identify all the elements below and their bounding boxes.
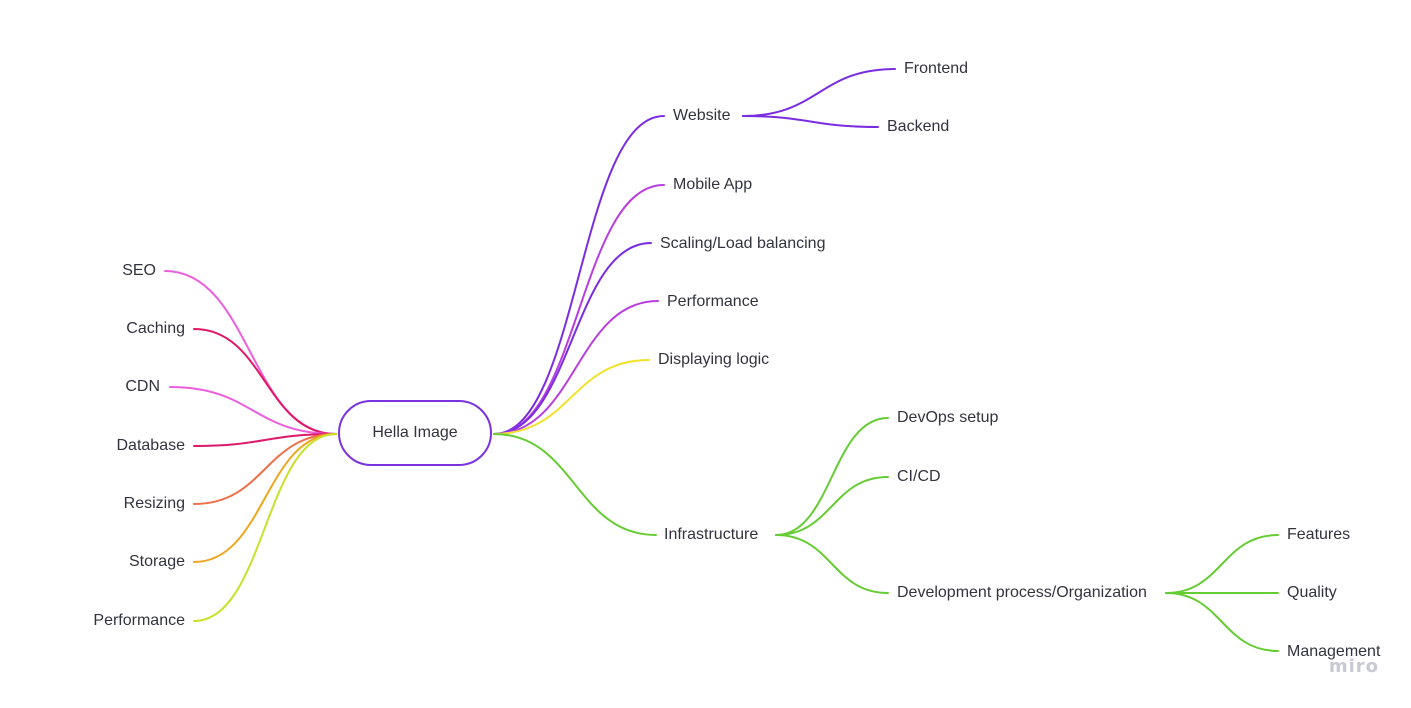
node-infrastructure[interactable]: Infrastructure — [664, 526, 759, 543]
node-management[interactable]: Management — [1287, 643, 1381, 660]
connector-left-6 — [193, 433, 337, 622]
connector-right-0 — [493, 115, 665, 435]
node-frontend[interactable]: Frontend — [904, 60, 969, 77]
node-storage[interactable]: Storage — [128, 553, 185, 570]
node-website[interactable]: Website — [673, 107, 731, 124]
node-performance-left[interactable]: Performance — [93, 612, 185, 629]
node-development-process[interactable]: Development process/Organization — [897, 584, 1147, 601]
connector-infrastructure-1 — [775, 476, 889, 536]
miro-watermark: miro — [1328, 656, 1379, 677]
root-node-label: Hella Image — [372, 424, 458, 441]
connector-left-5 — [193, 433, 337, 563]
node-displaying-logic[interactable]: Displaying logic — [658, 351, 770, 368]
node-seo[interactable]: SEO — [122, 262, 156, 279]
node-quality[interactable]: Quality — [1287, 584, 1337, 601]
connector-right-5 — [493, 433, 657, 536]
node-mobile-app[interactable]: Mobile App — [673, 176, 753, 193]
connector-devprocess-2 — [1165, 592, 1279, 652]
node-devops-setup[interactable]: DevOps setup — [897, 409, 999, 426]
connector-right-4 — [493, 359, 650, 435]
connector-right-3 — [493, 300, 659, 435]
node-database[interactable]: Database — [116, 437, 186, 454]
connector-left-3 — [193, 433, 337, 447]
node-resizing[interactable]: Resizing — [123, 495, 185, 512]
node-backend[interactable]: Backend — [887, 118, 950, 135]
connector-infrastructure-0 — [775, 417, 889, 536]
connector-right-1 — [493, 184, 665, 435]
mindmap-root-node[interactable]: Hella Image — [338, 400, 492, 466]
connector-right-2 — [493, 242, 652, 435]
node-cdn[interactable]: CDN — [125, 378, 160, 395]
connector-left-2 — [169, 386, 337, 435]
node-caching[interactable]: Caching — [126, 320, 185, 337]
node-features[interactable]: Features — [1287, 526, 1351, 543]
connector-devprocess-0 — [1165, 534, 1279, 594]
connector-infrastructure-2 — [775, 534, 889, 594]
connector-website-frontend — [742, 68, 896, 117]
connector-website-backend — [742, 115, 879, 128]
node-scaling-load-balancing[interactable]: Scaling/Load balancing — [660, 235, 826, 252]
connector-left-4 — [193, 433, 337, 505]
connector-left-1 — [193, 328, 337, 435]
node-ci-cd[interactable]: CI/CD — [897, 468, 941, 485]
node-performance-right[interactable]: Performance — [667, 293, 759, 310]
